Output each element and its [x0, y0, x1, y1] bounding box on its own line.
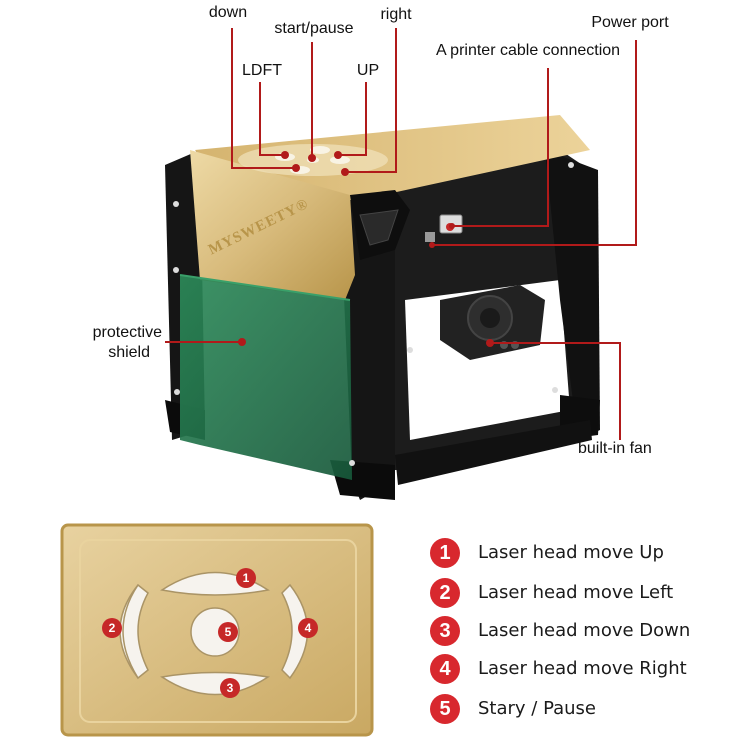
gold-front-panel [190, 150, 355, 300]
legend-text: Stary / Pause [478, 698, 597, 719]
legend-badge: 5 [430, 694, 460, 724]
label-start-pause: start/pause [274, 20, 354, 37]
pad-badge-5: 5 [218, 622, 238, 642]
legend-text: Laser head move Left [478, 582, 674, 603]
label-protective: protective [92, 324, 162, 341]
label-right: right [380, 6, 412, 23]
legend-text: Laser head move Down [478, 620, 691, 641]
label-ldft: LDFT [242, 62, 282, 79]
label-shield: shield [108, 344, 150, 361]
legend-badge: 1 [430, 538, 460, 568]
label-down: down [208, 4, 248, 21]
label-power-port: Power port [591, 14, 669, 31]
legend-badge: 3 [430, 616, 460, 646]
control-pad-closeup [60, 523, 374, 737]
label-built-in-fan: built-in fan [578, 440, 652, 457]
right-rear-pillar [545, 150, 600, 440]
label-printer-cable: A printer cable connection [435, 42, 621, 59]
pad-badge-1: 1 [236, 568, 256, 588]
legend-badge: 4 [430, 654, 460, 684]
legend-badge: 2 [430, 578, 460, 608]
gold-top-panel [195, 115, 590, 200]
callout-dots [238, 151, 494, 347]
pad-badge-2: 2 [102, 618, 122, 638]
protective-shield-panel [180, 275, 352, 480]
label-up: UP [356, 62, 380, 79]
legend-text: Laser head move Right [478, 658, 687, 679]
callout-lines [165, 28, 637, 440]
pad-badge-4: 4 [298, 618, 318, 638]
pad-badge-3: 3 [220, 678, 240, 698]
legend-text: Laser head move Up [478, 542, 664, 563]
